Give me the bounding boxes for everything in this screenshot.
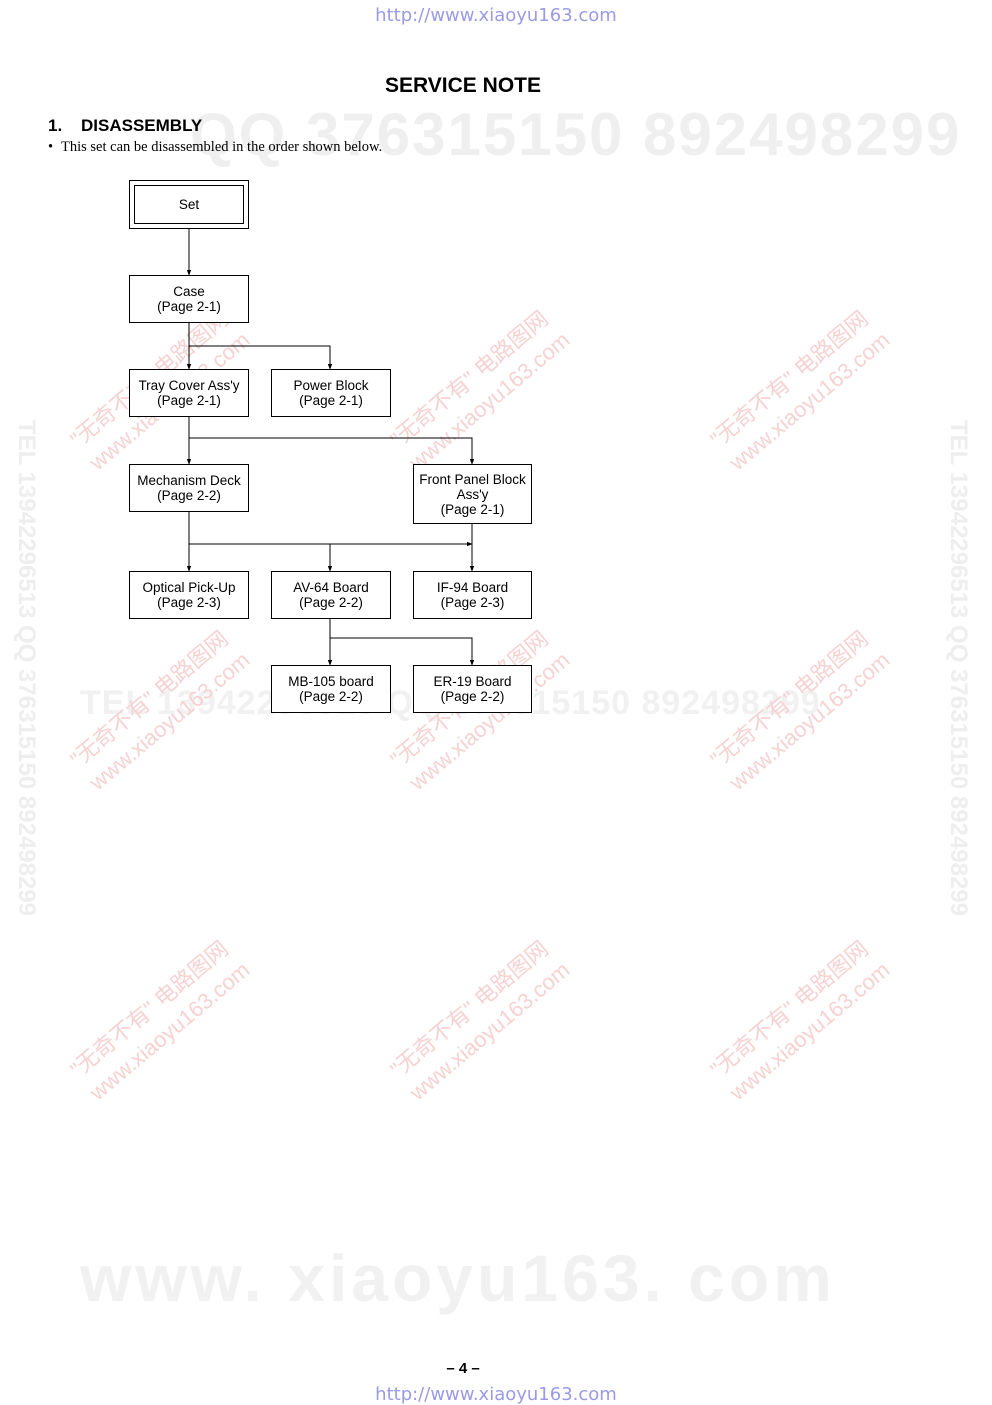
flow-box-page: (Page 2-1) — [157, 299, 221, 314]
arrow-tray-to-frontpanel — [189, 437, 475, 465]
flow-box-name: Optical Pick-Up — [142, 580, 236, 595]
flow-box-set-label: Set — [134, 185, 244, 224]
arrow-case-to-power — [189, 345, 333, 370]
flow-box-case: Case (Page 2-1) — [129, 275, 249, 323]
flow-box-name: ER-19 Board — [433, 674, 512, 689]
flow-box-page: (Page 2-2) — [157, 488, 221, 503]
flow-box-optical-pickup: Optical Pick-Up (Page 2-3) — [129, 571, 249, 619]
flow-box-if94-board: IF-94 Board (Page 2-3) — [413, 571, 532, 619]
flow-box-name: MB-105 board — [288, 674, 374, 689]
flow-box-page: (Page 2-1) — [440, 501, 505, 517]
arrow-av64-to-er19 — [330, 637, 475, 666]
flow-box-name-line2: Ass'y — [456, 486, 489, 502]
section-heading: 1. DISASSEMBLY — [48, 116, 202, 136]
page-number: – 4 – — [446, 1360, 480, 1377]
watermark-qq: QQ 376315150 892498299 — [190, 101, 962, 168]
flow-box-page: (Page 2-2) — [299, 595, 363, 610]
watermark-site: www. xiaoyu163. com — [80, 1241, 836, 1315]
flow-box-page: (Page 2-1) — [299, 393, 363, 408]
flow-box-av64-board: AV-64 Board (Page 2-2) — [271, 571, 391, 619]
header-url[interactable]: http://www.xiaoyu163.com — [375, 5, 617, 26]
flow-box-er19-board: ER-19 Board (Page 2-2) — [413, 665, 532, 713]
flow-box-name: Front Panel Block — [419, 471, 526, 487]
footer-url[interactable]: http://www.xiaoyu163.com — [375, 1384, 617, 1405]
flow-box-page: (Page 2-2) — [299, 689, 363, 704]
intro-bullet: • This set can be disassembled in the ord… — [48, 139, 382, 156]
section-number: 1. — [48, 116, 63, 135]
bullet-text: This set can be disassembled in the orde… — [61, 139, 383, 155]
flow-box-page: (Page 2-1) — [157, 393, 221, 408]
flow-box-page: (Page 2-2) — [440, 689, 505, 704]
flow-box-page: (Page 2-3) — [440, 595, 505, 610]
bullet-marker: • — [48, 139, 54, 155]
flow-box-name: Power Block — [293, 378, 369, 393]
flow-box-front-panel: Front Panel Block Ass'y (Page 2-1) — [413, 464, 532, 524]
flow-box-mechanism-deck: Mechanism Deck (Page 2-2) — [129, 464, 249, 512]
flow-box-power-block: Power Block (Page 2-1) — [271, 369, 391, 417]
flow-box-mb105-board: MB-105 board (Page 2-2) — [271, 665, 391, 713]
page-title: SERVICE NOTE — [385, 74, 541, 97]
section-title: DISASSEMBLY — [81, 116, 203, 135]
arrow-mechanism-to-av64 — [189, 543, 333, 572]
flow-box-name: Mechanism Deck — [137, 473, 241, 488]
flow-box-name: Case — [173, 284, 205, 299]
flow-box-name: AV-64 Board — [293, 580, 369, 595]
flow-box-set: Set — [129, 180, 249, 229]
flow-box-page: (Page 2-3) — [157, 595, 221, 610]
flow-box-name: IF-94 Board — [436, 580, 509, 595]
flow-box-tray-cover: Tray Cover Ass'y (Page 2-1) — [129, 369, 249, 417]
flow-box-name: Tray Cover Ass'y — [138, 378, 240, 393]
